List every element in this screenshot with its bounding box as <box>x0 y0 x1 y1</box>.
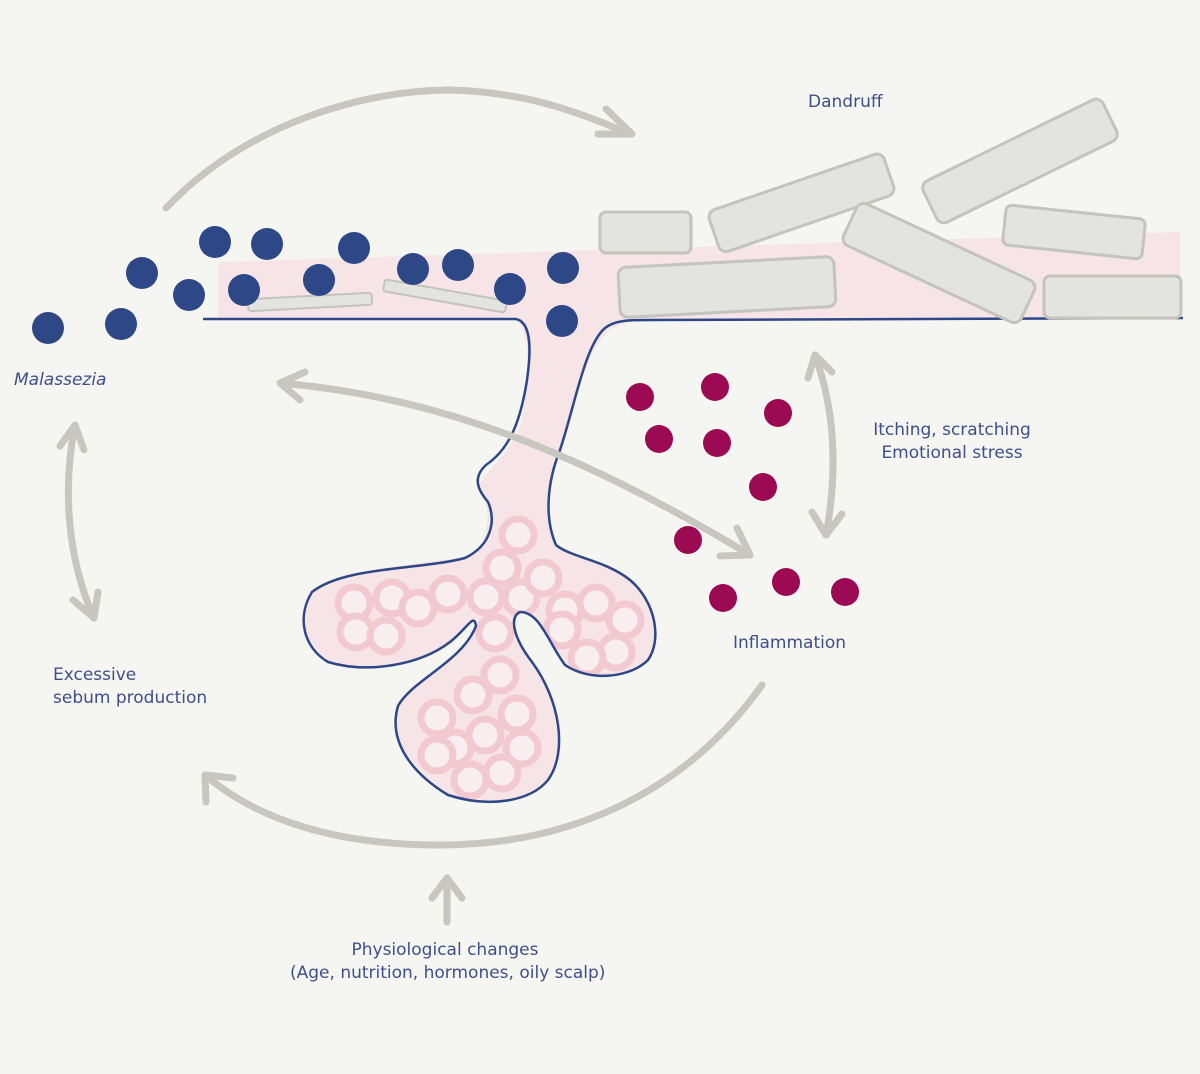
malassezia-dot <box>303 264 335 296</box>
gland-cell <box>523 558 563 598</box>
inflammation-dot <box>831 578 859 606</box>
arrowhead-diagonal-left <box>276 368 309 404</box>
malassezia-dot <box>547 252 579 284</box>
gland-cell <box>453 675 493 715</box>
gland-cell <box>475 613 515 653</box>
malassezia-dot <box>338 232 370 264</box>
malassezia-dot <box>546 305 578 337</box>
dandruff-flake <box>1042 274 1183 320</box>
label-malassezia: Malassezia <box>14 369 106 392</box>
gland-cell <box>450 760 490 800</box>
inflammation-dot <box>764 399 792 427</box>
malassezia-text: Malassezia <box>14 370 107 390</box>
dandruff-flake <box>707 152 896 254</box>
label-itching-stress: Itching, scratching Emotional stress <box>872 419 1032 465</box>
gland-cell <box>428 574 468 614</box>
inflammation-dot <box>772 568 800 596</box>
dandruff-text: Dandruff <box>808 92 883 112</box>
malassezia-dot <box>32 312 64 344</box>
inflammation-dot <box>626 383 654 411</box>
gland-cell <box>417 735 457 775</box>
left-double-arrow <box>64 421 98 622</box>
malassezia-dot <box>494 273 526 305</box>
itching-text: Itching, scratching <box>873 420 1031 440</box>
gland-cell <box>482 548 522 588</box>
dandruff-flake <box>841 201 1037 325</box>
malassezia-dot <box>251 228 283 260</box>
sebaceous-gland-cells <box>334 515 645 800</box>
gland-cell <box>502 728 542 768</box>
arrowhead-left-bottom <box>69 588 102 622</box>
inflammation-dot <box>749 473 777 501</box>
malassezia-dot <box>228 274 260 306</box>
malassezia-dot <box>105 308 137 340</box>
sebum-line1-text: Excessive <box>53 665 137 685</box>
arrowhead-bottom-left <box>201 771 237 806</box>
right-double-arrow <box>811 351 837 539</box>
gland-cell <box>497 694 537 734</box>
sebum-line2-text: sebum production <box>53 688 208 708</box>
dandruff-flake <box>1001 203 1147 261</box>
arc-arrow-bottom <box>201 681 766 849</box>
gland-cell <box>576 583 616 623</box>
gland-cell <box>542 610 582 650</box>
gland-cell <box>366 616 406 656</box>
arrowhead-right-bottom <box>808 508 846 539</box>
arc-arrow-top <box>162 86 634 212</box>
gland-cell <box>398 588 438 628</box>
gland-cell <box>567 638 607 678</box>
cycle-arrows <box>56 86 846 926</box>
malassezia-dot <box>397 253 429 285</box>
inflammation-dot <box>709 584 737 612</box>
malassezia-dot <box>442 249 474 281</box>
gland-cell <box>417 698 457 738</box>
arrowhead-diagonal-right <box>716 524 754 560</box>
inflammation-dot <box>674 526 702 554</box>
arrowhead-right-top <box>804 351 836 382</box>
arrowhead-top-right <box>594 105 636 138</box>
follicle-fill <box>303 320 660 802</box>
dandruff-flake <box>616 255 838 319</box>
inflammation-text: Inflammation <box>733 633 847 653</box>
gland-cell <box>498 515 538 555</box>
dandruff-flake <box>921 97 1119 225</box>
inflammation-cells <box>626 373 859 612</box>
stress-text: Emotional stress <box>881 443 1023 463</box>
inflammation-dot <box>645 425 673 453</box>
flat-flake <box>382 278 508 314</box>
physio-line1-text: Physiological changes <box>351 940 539 960</box>
inflammation-dot <box>701 373 729 401</box>
gland-cell <box>480 655 520 695</box>
arrowhead-up <box>428 874 466 902</box>
label-sebum: Excessive sebum production <box>53 664 207 710</box>
gland-cell <box>605 600 645 640</box>
label-physiological: Physiological changes (Age, nutrition, h… <box>290 939 606 985</box>
label-dandruff: Dandruff <box>808 91 883 114</box>
malassezia-cells <box>32 226 579 344</box>
follicle-outline <box>302 316 1184 804</box>
gland-cell <box>482 753 522 793</box>
diagonal-double-arrow <box>276 379 754 559</box>
dandruff-flakes <box>598 97 1183 325</box>
inflammation-dot <box>703 429 731 457</box>
physio-line2-text: (Age, nutrition, hormones, oily scalp) <box>290 963 606 983</box>
malassezia-dot <box>199 226 231 258</box>
malassezia-dot <box>173 279 205 311</box>
label-inflammation: Inflammation <box>733 632 846 655</box>
arrowhead-left-top <box>56 421 88 454</box>
malassezia-dot <box>126 257 158 289</box>
dandruff-flake <box>598 210 693 255</box>
